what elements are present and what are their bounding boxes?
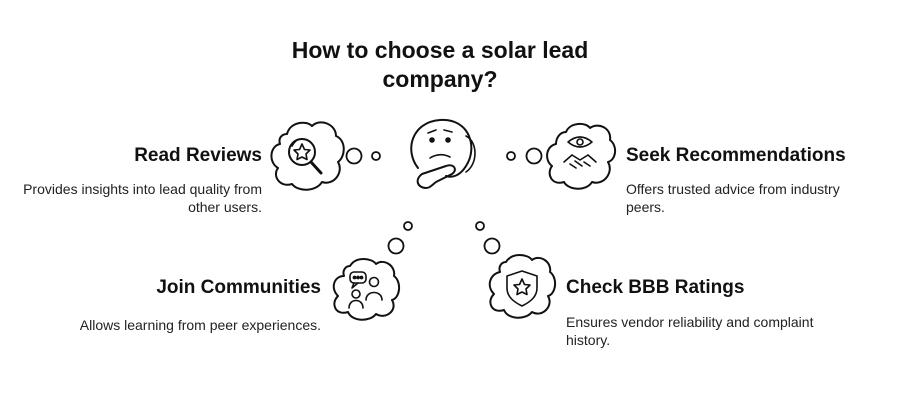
read-reviews-description: Provides insights into lead quality from…: [23, 181, 262, 215]
join-communities-heading: Join Communities: [156, 277, 321, 298]
bubble-dot: [345, 147, 363, 165]
read-reviews-heading: Read Reviews: [134, 145, 262, 166]
seek-recommendations-description: Offers trusted advice from industry peer…: [626, 181, 840, 215]
eye-handshake-icon: [546, 122, 616, 190]
bubble-dot: [506, 151, 516, 161]
shield-star-icon: [488, 254, 556, 319]
check-bbb-ratings-heading: Check BBB Ratings: [566, 277, 745, 298]
bubble-dot: [387, 237, 405, 255]
check-bbb-ratings-description: Ensures vendor reliability and complaint…: [566, 314, 814, 348]
bubble-dot: [403, 221, 413, 231]
thinking-face-icon: [410, 118, 476, 189]
bubble-dot: [483, 237, 501, 255]
thought-bubbles: [345, 147, 543, 255]
title-line-1: How to choose a solar lead: [291, 37, 589, 63]
seek-recommendations-heading: Seek Recommendations: [626, 145, 846, 166]
people-chat-icon: [332, 258, 400, 321]
join-communities-description: Allows learning from peer experiences.: [79, 317, 321, 333]
bubble-dot: [371, 151, 381, 161]
magnifier-star-icon: [270, 121, 345, 191]
bubble-dot: [525, 147, 543, 165]
diagram-title: How to choose a solar lead company?: [250, 36, 630, 94]
bubble-dot: [475, 221, 485, 231]
title-line-2: company?: [382, 66, 498, 92]
